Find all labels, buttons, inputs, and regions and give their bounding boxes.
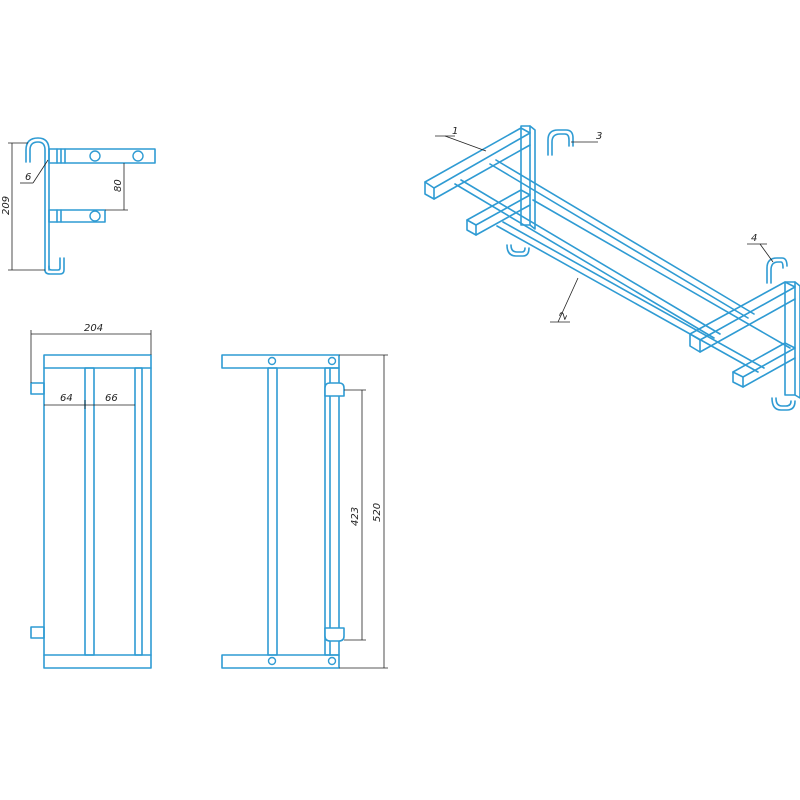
dim-80: 80 [113,179,124,192]
front-view: 423 520 [221,354,388,669]
top-view: 204 64 66 [30,323,152,669]
dim-204: 204 [84,323,103,334]
callout-1: 1 [452,126,458,137]
callout-3: 3 [596,131,602,142]
isometric-view: 1 3 4 2 [424,125,800,411]
callout-6: 6 [25,172,31,183]
dim-66: 66 [105,393,118,404]
dim-423: 423 [350,507,361,526]
dim-520: 520 [372,503,383,522]
side-view: 209 80 6 [1,137,156,275]
dim-64: 64 [60,393,73,404]
callout-2: 2 [558,311,571,321]
dim-209: 209 [1,196,12,215]
callout-4: 4 [751,233,757,244]
